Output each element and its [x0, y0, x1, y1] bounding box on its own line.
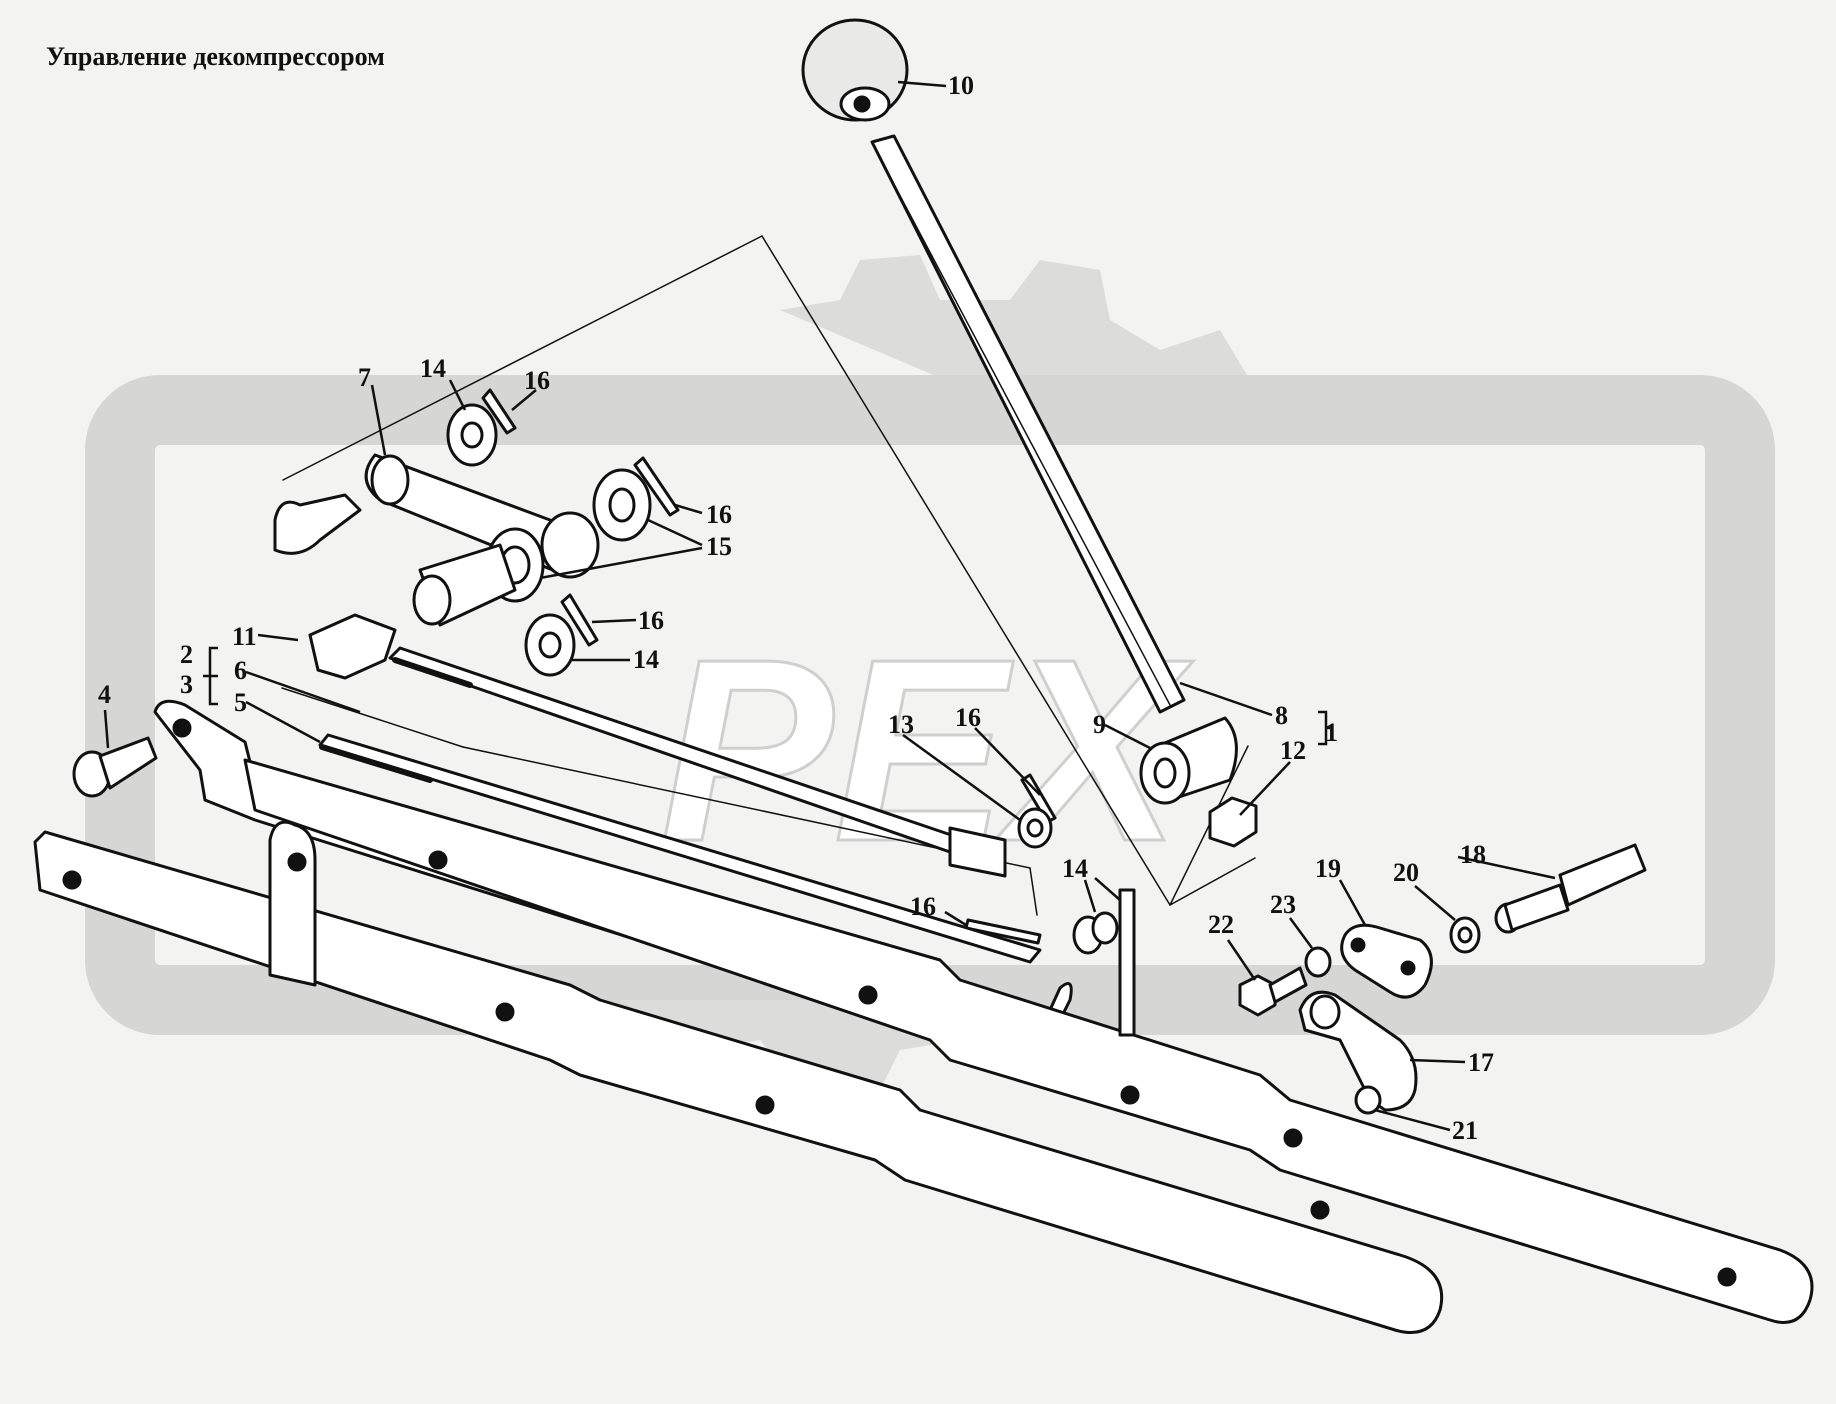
front-bracket [268, 820, 317, 987]
callout-1: 1 [1325, 718, 1338, 747]
callout-15: 15 [706, 532, 732, 561]
callout-4: 4 [98, 680, 111, 709]
frame-bar-front [33, 830, 1444, 1334]
pin-upper [273, 493, 362, 555]
washer-13 [1017, 807, 1053, 849]
callout-16-b: 16 [706, 500, 732, 529]
callout-12: 12 [1280, 736, 1306, 765]
washer-23 [1304, 946, 1332, 978]
sleeve [412, 543, 517, 627]
pin-18 [1494, 843, 1647, 934]
washer-20 [1449, 916, 1481, 954]
callout-16-d: 16 [955, 703, 981, 732]
clamp-tube [1139, 716, 1238, 805]
knob [801, 18, 909, 122]
callout-7: 7 [358, 363, 371, 392]
callout-14-upper: 14 [420, 354, 446, 383]
callout-16-a: 16 [524, 366, 550, 395]
callout-16-e: 16 [910, 892, 936, 921]
clevis [308, 613, 397, 680]
plate [1340, 923, 1433, 999]
callout-14-lower: 14 [1062, 854, 1088, 883]
nut [1208, 796, 1258, 848]
callout-2: 2 [180, 640, 193, 669]
callout-23: 23 [1270, 890, 1296, 919]
rod-5 [318, 733, 1042, 964]
callout-19: 19 [1315, 854, 1341, 883]
callout-13: 13 [888, 710, 914, 739]
bolt [1238, 966, 1308, 1017]
pin-4 [72, 736, 158, 798]
callout-11: 11 [232, 622, 257, 651]
cotter-pins [481, 388, 1057, 945]
watermark-text: PEX [660, 606, 1194, 896]
callout-9: 9 [1093, 710, 1106, 739]
vertical-pin [1072, 888, 1136, 1037]
callout-16-c: 16 [638, 606, 664, 635]
washer-14-lower [524, 613, 576, 677]
washer-14-upper [446, 403, 498, 467]
threaded-rod [388, 646, 1007, 878]
callout-22: 22 [1208, 910, 1234, 939]
callout-3: 3 [180, 670, 193, 699]
callout-17: 17 [1468, 1048, 1494, 1077]
callout-10: 10 [948, 71, 974, 100]
callout-20: 20 [1393, 858, 1419, 887]
callout-18: 18 [1460, 840, 1486, 869]
callout-6: 6 [234, 656, 247, 685]
callout-21: 21 [1452, 1116, 1478, 1145]
frame-bar-rear [243, 758, 1814, 1324]
callout-5: 5 [234, 688, 247, 717]
callout-14-mid: 14 [633, 645, 659, 674]
diagram-title: Управление декомпрессором [46, 42, 385, 71]
callout-8: 8 [1275, 701, 1288, 730]
